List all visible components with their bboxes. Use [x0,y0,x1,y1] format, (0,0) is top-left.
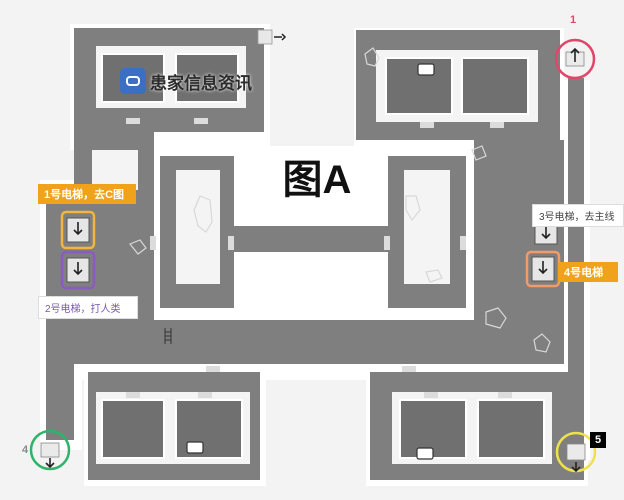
exit-5[interactable] [555,431,597,473]
exit-5-number: 5 [590,432,607,448]
elevator-1-label: 1号电梯，去C图 [38,184,136,204]
elevator-4-label: 4号电梯 [558,262,618,282]
ladder-icon [164,328,172,344]
stairs-top-left [257,29,287,45]
chests-layer [186,63,435,460]
exit-1-number: 1 [570,14,577,26]
chest-icon [186,441,204,454]
chest-icon [417,63,435,76]
elevator-2[interactable] [60,250,96,290]
exit-4-number: 4 [22,444,29,456]
rooms-layer [101,53,545,459]
map-title: 图A [266,151,368,209]
watermark-text: 患家信息资讯 [150,73,252,93]
exit-4[interactable] [29,429,71,471]
camera-logo-icon [120,68,146,94]
elevator-3[interactable] [534,221,558,245]
exit-1[interactable] [554,38,596,80]
debris-layer [129,47,551,353]
elevator-2-label: 2号电梯，打人类 [38,296,138,319]
watermark: 患家信息资讯 [120,66,252,96]
elevator-1[interactable] [60,210,96,250]
elevator-4[interactable] [525,250,561,288]
chest-icon [416,447,434,460]
elevator-3-label: 3号电梯，去主线 [532,204,624,227]
doors-layer [126,118,512,398]
